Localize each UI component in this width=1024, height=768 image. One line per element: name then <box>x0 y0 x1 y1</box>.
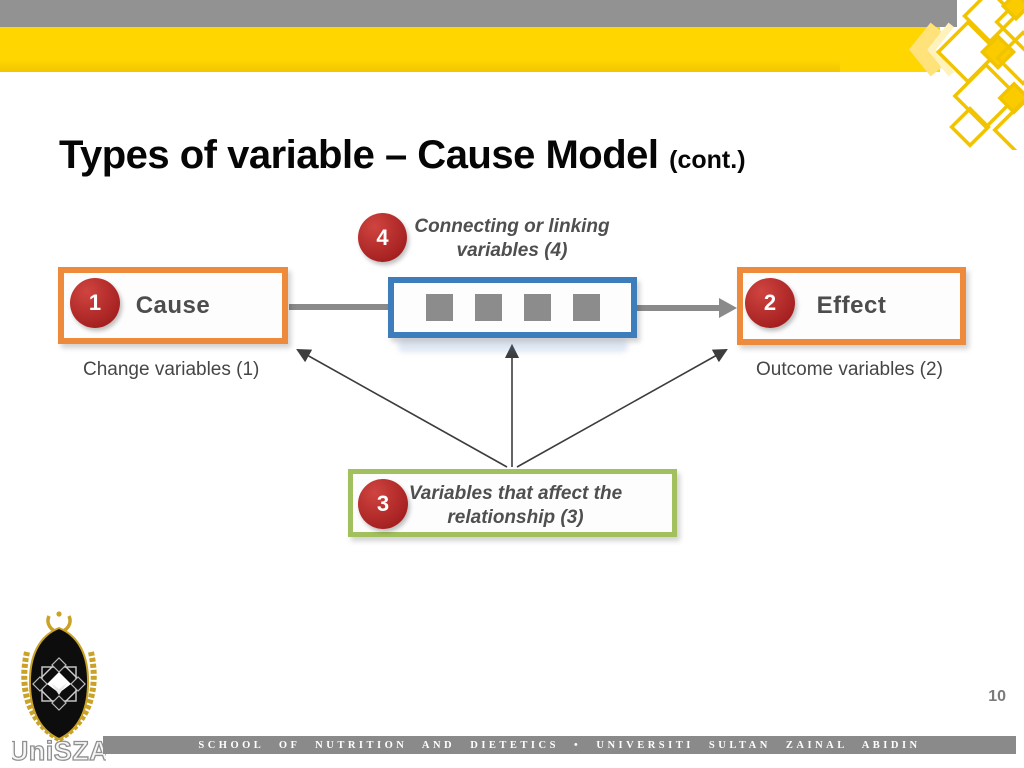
unisza-logo: UniSZA <box>12 611 106 764</box>
badge-2-number: 2 <box>763 290 777 315</box>
affect-to-effect-arrow <box>516 348 728 468</box>
footer-bar: SCHOOL OF NUTRITION AND DIETETICS • UNIV… <box>103 736 1016 754</box>
linking-variable-square-icon <box>474 294 502 321</box>
badge-4-number: 4 <box>376 224 389 250</box>
linking-variable-square-icon <box>572 294 600 321</box>
cause-caption: Change variables (1) <box>83 359 260 380</box>
effect-label: Effect <box>816 292 887 319</box>
badge-1-number: 1 <box>88 290 102 315</box>
linking-variable-square-icon <box>523 294 551 321</box>
header-gray-bar <box>0 0 958 27</box>
flower-emblem-icon <box>32 657 86 711</box>
wreath-right <box>57 651 97 742</box>
star-icon <box>56 611 62 617</box>
linking-variables-box <box>388 277 637 338</box>
page-title-suffix: (cont.) <box>669 145 746 174</box>
erased-text-smudge <box>398 339 628 352</box>
linking-variable-square-icon <box>425 294 453 321</box>
cause-label: Cause <box>135 291 211 319</box>
badge-3: 3 <box>358 479 408 529</box>
badge-3-number: 3 <box>376 491 390 516</box>
diamond-lattice-icon <box>935 0 1024 150</box>
badge-4: 4 <box>358 213 407 262</box>
effect-caption: Outcome variables (2) <box>756 359 943 380</box>
badge-1: 1 <box>70 278 120 328</box>
header-diamond-decoration <box>840 0 1024 150</box>
affect-to-cause-arrow <box>296 348 508 468</box>
page-number: 10 <box>988 688 1006 705</box>
page-title-main: Types of variable – Cause Model <box>59 132 659 177</box>
wreath-left <box>21 651 61 742</box>
footer-text: SCHOOL OF NUTRITION AND DIETETICS • UNIV… <box>198 739 921 751</box>
header-yellow-bar <box>0 27 886 72</box>
linking-variables-label: Connecting or linking variables (4) <box>414 216 610 261</box>
affecting-variables-label: Variables that affect the relationship (… <box>408 483 623 528</box>
effect-arrowhead-icon <box>719 298 737 318</box>
badge-2: 2 <box>745 278 795 328</box>
logo-wordmark: UniSZA <box>12 736 106 764</box>
page-title: Types of variable – Cause Model (cont.) <box>59 133 746 178</box>
